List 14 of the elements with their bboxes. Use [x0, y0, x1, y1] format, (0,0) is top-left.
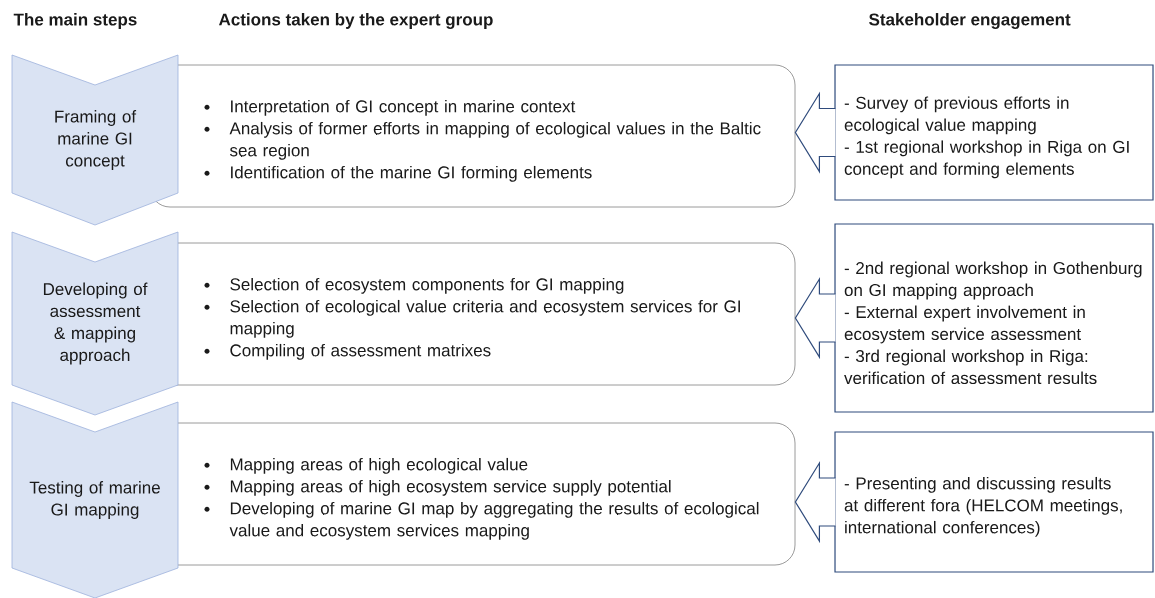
bullet-list-box: Selection of ecosystem components for GI mapping Selection of ecological value criteria and ecosystem services for GI mapping Compiling of assessment matrixes	[149, 242, 796, 386]
callout-box: - Survey of previous efforts in ecological value mapping - 1st regional workshop in Riga on GI concept and forming elements	[834, 64, 1154, 201]
step-banner: Developing of assessment & mapping approach	[11, 231, 179, 416]
column-heading: The main steps	[13, 13, 137, 29]
column-heading: Actions taken by the expert group	[218, 13, 493, 29]
column-heading: Stakeholder engagement	[869, 13, 1071, 29]
callout-arrow	[794, 276, 836, 360]
step-banner: Testing of marine GI mapping	[11, 401, 179, 598]
callout-arrow	[794, 460, 836, 544]
callout-box: - 2nd regional workshop in Gothenburg on GI mapping approach - External expert involvement in ecosystem service assessment - 3rd regional workshop in Riga: verification of assessment results	[834, 223, 1154, 413]
bullet-list-box: Interpretation of GI concept in marine context Analysis of former efforts in mapping of ecological values in the Baltic sea region Identification of the marine GI forming elements	[149, 64, 796, 208]
callout-arrow	[794, 91, 836, 174]
callout-box: - Presenting and discussing results at different fora (HELCOM meetings, international conferences)	[834, 431, 1154, 573]
step-banner: Framing of marine GI concept	[11, 54, 179, 226]
